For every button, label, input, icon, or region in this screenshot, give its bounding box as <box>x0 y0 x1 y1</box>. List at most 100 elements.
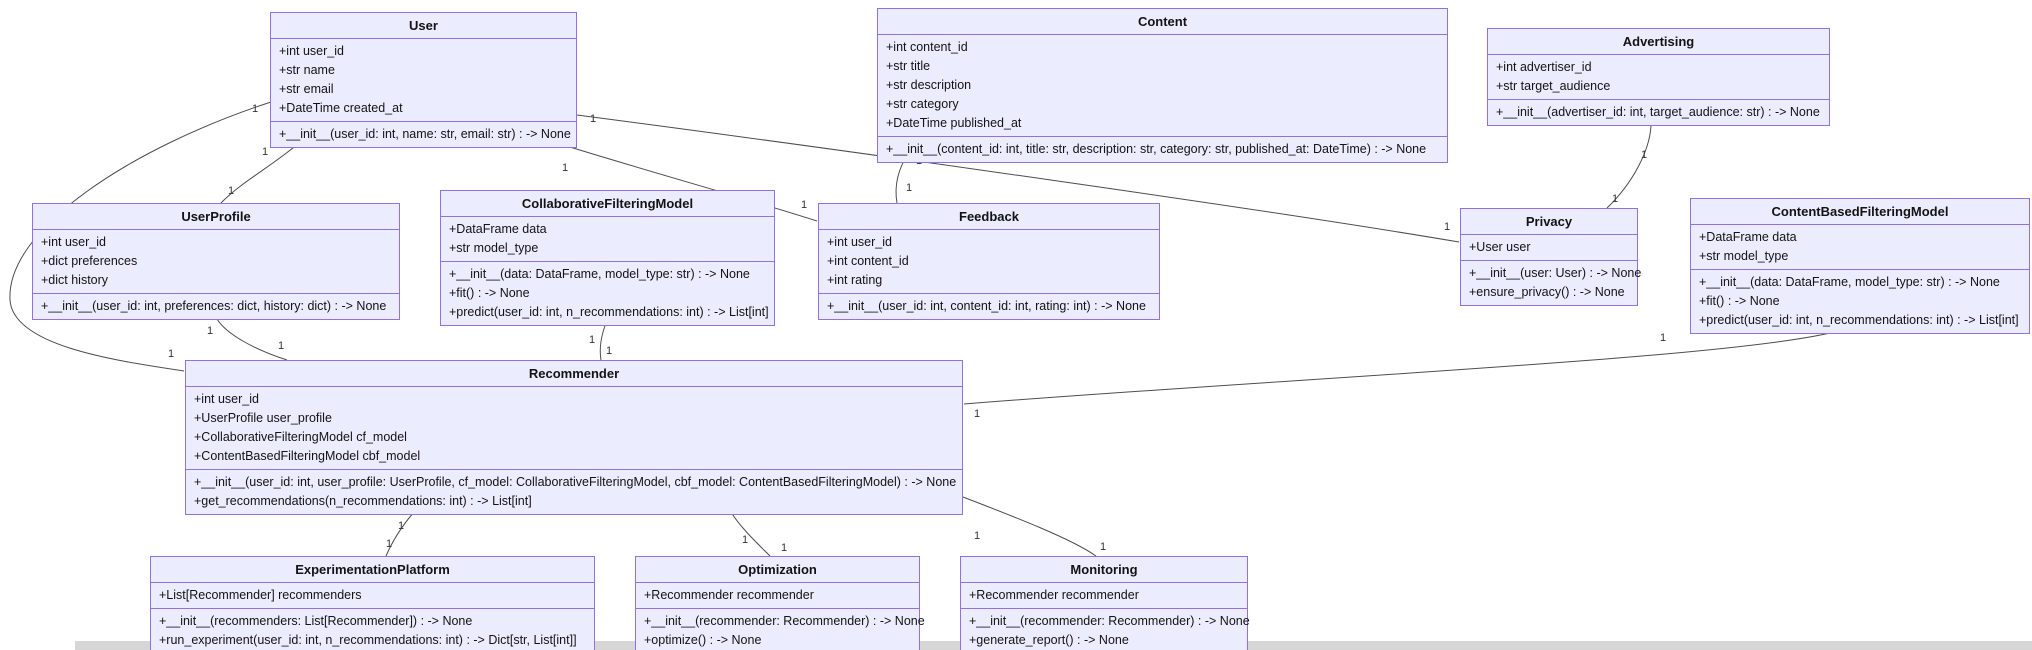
class-title: Monitoring <box>1070 562 1138 577</box>
multiplicity-label: 1 <box>801 199 807 211</box>
class-method: +predict(user_id: int, n_recommendations… <box>1699 313 2019 327</box>
class-attributes-section: +int user_id+str name+str email+DateTime… <box>271 38 576 121</box>
class-method: +__init__(data: DataFrame, model_type: s… <box>449 267 750 281</box>
edge-Recommender-Monitoring <box>962 496 1097 557</box>
class-method: +__init__(content_id: int, title: str, d… <box>886 142 1427 156</box>
class-attribute: +Recommender recommender <box>644 588 814 602</box>
class-title: User <box>409 18 438 33</box>
class-title: ContentBasedFilteringModel <box>1771 204 1949 219</box>
class-attribute: +List[Recommender] recommenders <box>159 588 362 602</box>
class-methods-section: +__init__(recommender: Recommender) : ->… <box>961 608 1250 650</box>
edge-User-Feedback <box>556 142 818 222</box>
class-attribute: +str model_type <box>1699 249 1789 263</box>
class-method: +run_experiment(user_id: int, n_recommen… <box>159 633 577 647</box>
class-attributes-section: +Recommender recommender <box>961 582 1247 608</box>
class-attribute: +str title <box>886 59 931 73</box>
class-attributes-section: +DataFrame data+str model_type <box>1691 224 2029 269</box>
class-title: CollaborativeFilteringModel <box>521 196 694 211</box>
class-attribute: +dict history <box>41 273 109 287</box>
class-node-CollaborativeFilteringModel: CollaborativeFilteringModel +DataFrame d… <box>440 190 775 326</box>
class-attributes-section: +int user_id +int content_id +int rating <box>819 229 1159 293</box>
edge-UserProfile-Recommender <box>216 318 288 361</box>
edge-User-Recommender <box>9 101 272 372</box>
class-node-Monitoring: Monitoring +Recommender recommender +__i… <box>960 556 1250 650</box>
class-method: +__init__(recommender: Recommender) : ->… <box>969 614 1250 628</box>
class-attribute: +str model_type <box>449 241 539 255</box>
edge-Recommender-ExperimentationPlatform <box>385 511 415 557</box>
edge-Recommender-Optimization <box>730 511 771 557</box>
class-attribute: +int user_id <box>41 235 106 249</box>
class-methods-section: +__init__(data: DataFrame, model_type: s… <box>441 261 774 325</box>
multiplicity-label: 1 <box>386 538 392 550</box>
class-method: +fit() : -> None <box>1699 294 1780 308</box>
class-method: +__init__(user_id: int, preferences: dic… <box>41 299 387 313</box>
class-method: +__init__(user_id: int, name: str, email… <box>279 127 571 141</box>
class-method: +predict(user_id: int, n_recommendations… <box>449 305 769 319</box>
multiplicity-label: 1 <box>1612 193 1618 205</box>
multiplicity-label: 1 <box>974 530 980 542</box>
class-attribute: +str description <box>886 78 972 92</box>
multiplicity-label: 1 <box>781 542 787 554</box>
class-methods-section: +__init__(recommender: Recommender) : ->… <box>636 608 925 650</box>
class-attribute: +int advertiser_id <box>1496 60 1592 74</box>
multiplicity-label: 1 <box>606 345 612 357</box>
class-attributes-section: +int user_id +UserProfile user_profile +Co… <box>186 386 962 469</box>
class-title: ExperimentationPlatform <box>295 562 450 577</box>
class-node-ContentBasedFilteringModel: ContentBasedFilteringModel +DataFrame da… <box>1690 198 2030 334</box>
class-attribute: +int user_id <box>194 392 259 406</box>
class-method: +__init__(recommender: Recommender) : ->… <box>644 614 925 628</box>
class-attribute: +dict preferences <box>41 254 138 268</box>
class-attribute: +UserProfile user_profile <box>194 411 332 425</box>
multiplicity-label: 1 <box>252 103 258 115</box>
class-attribute: +int user_id <box>279 44 344 58</box>
multiplicity-label: 1 <box>228 185 234 197</box>
edge-User-UserProfile <box>220 142 300 204</box>
class-node-ExperimentationPlatform: ExperimentationPlatform +List[Recommende… <box>150 556 595 650</box>
class-node-Feedback: Feedback +int user_id+int content_id+int… <box>818 203 1160 320</box>
multiplicity-label: 1 <box>398 520 404 532</box>
class-attribute: +int user_id <box>827 235 892 249</box>
class-attribute: +DataFrame data <box>449 222 547 236</box>
class-attributes-section: +Recommender recommender <box>636 582 919 608</box>
class-node-Privacy: Privacy +User user +__init__(user: User)… <box>1460 208 1641 306</box>
class-attributes-section: +List[Recommender] recommenders <box>151 582 594 608</box>
class-method: +optimize() : -> None <box>644 633 762 647</box>
class-attribute: +Recommender recommender <box>969 588 1139 602</box>
class-attribute: +CollaborativeFilteringModel cf_model <box>194 430 407 444</box>
class-attribute: +int content_id <box>827 254 909 268</box>
class-method: +generate_report() : -> None <box>969 633 1129 647</box>
class-attributes-section: +int advertiser_id+str target_audience <box>1488 54 1829 99</box>
edge-Advertising-Privacy <box>1606 124 1652 209</box>
class-methods-section: +__init__(data: DataFrame, model_type: s… <box>1691 269 2029 333</box>
multiplicity-label: 1 <box>207 325 213 337</box>
class-title: Content <box>1137 14 1188 29</box>
class-attribute: +str name <box>279 63 335 77</box>
multiplicity-label: 1 <box>906 182 912 194</box>
class-title: Optimization <box>738 562 817 577</box>
class-title: Advertising <box>1622 34 1695 49</box>
class-attribute: +DateTime published_at <box>886 116 1022 130</box>
edge-User-Privacy <box>576 114 1460 243</box>
multiplicity-label: 1 <box>262 146 268 158</box>
class-title: Privacy <box>1525 214 1573 229</box>
class-method: +__init__(advertiser_id: int, target_aud… <box>1496 105 1820 119</box>
class-node-Advertising: Advertising +int advertiser_id+str targe… <box>1487 28 1830 126</box>
class-node-Content: Content +int content_id+str title+str de… <box>877 8 1448 163</box>
edge-ContentBasedFilteringModel-Recommender <box>963 330 1839 405</box>
class-node-Optimization: Optimization +Recommender recommender +_… <box>635 556 925 650</box>
class-methods-section: +__init__(user_id: int, preferences: dic… <box>33 293 399 319</box>
class-attribute: +str category <box>886 97 959 111</box>
class-methods-section: +__init__(recommenders: List[Recommender… <box>151 608 594 650</box>
class-node-User: User +int user_id+str name+str email+Dat… <box>270 12 577 148</box>
class-attribute: +User user <box>1469 240 1531 254</box>
class-attributes-section: +int user_id +dict preferences +dict histo… <box>33 229 399 293</box>
class-method: +__init__(recommenders: List[Recommender… <box>159 614 473 628</box>
class-attribute: +int rating <box>827 273 883 287</box>
class-title: Recommender <box>528 366 620 381</box>
multiplicity-label: 1 <box>589 334 595 346</box>
edge-CollaborativeFilteringModel-Recommender <box>599 322 607 361</box>
multiplicity-label: 1 <box>590 113 596 125</box>
class-method: +get_recommendations(n_recommendations: … <box>194 494 532 508</box>
